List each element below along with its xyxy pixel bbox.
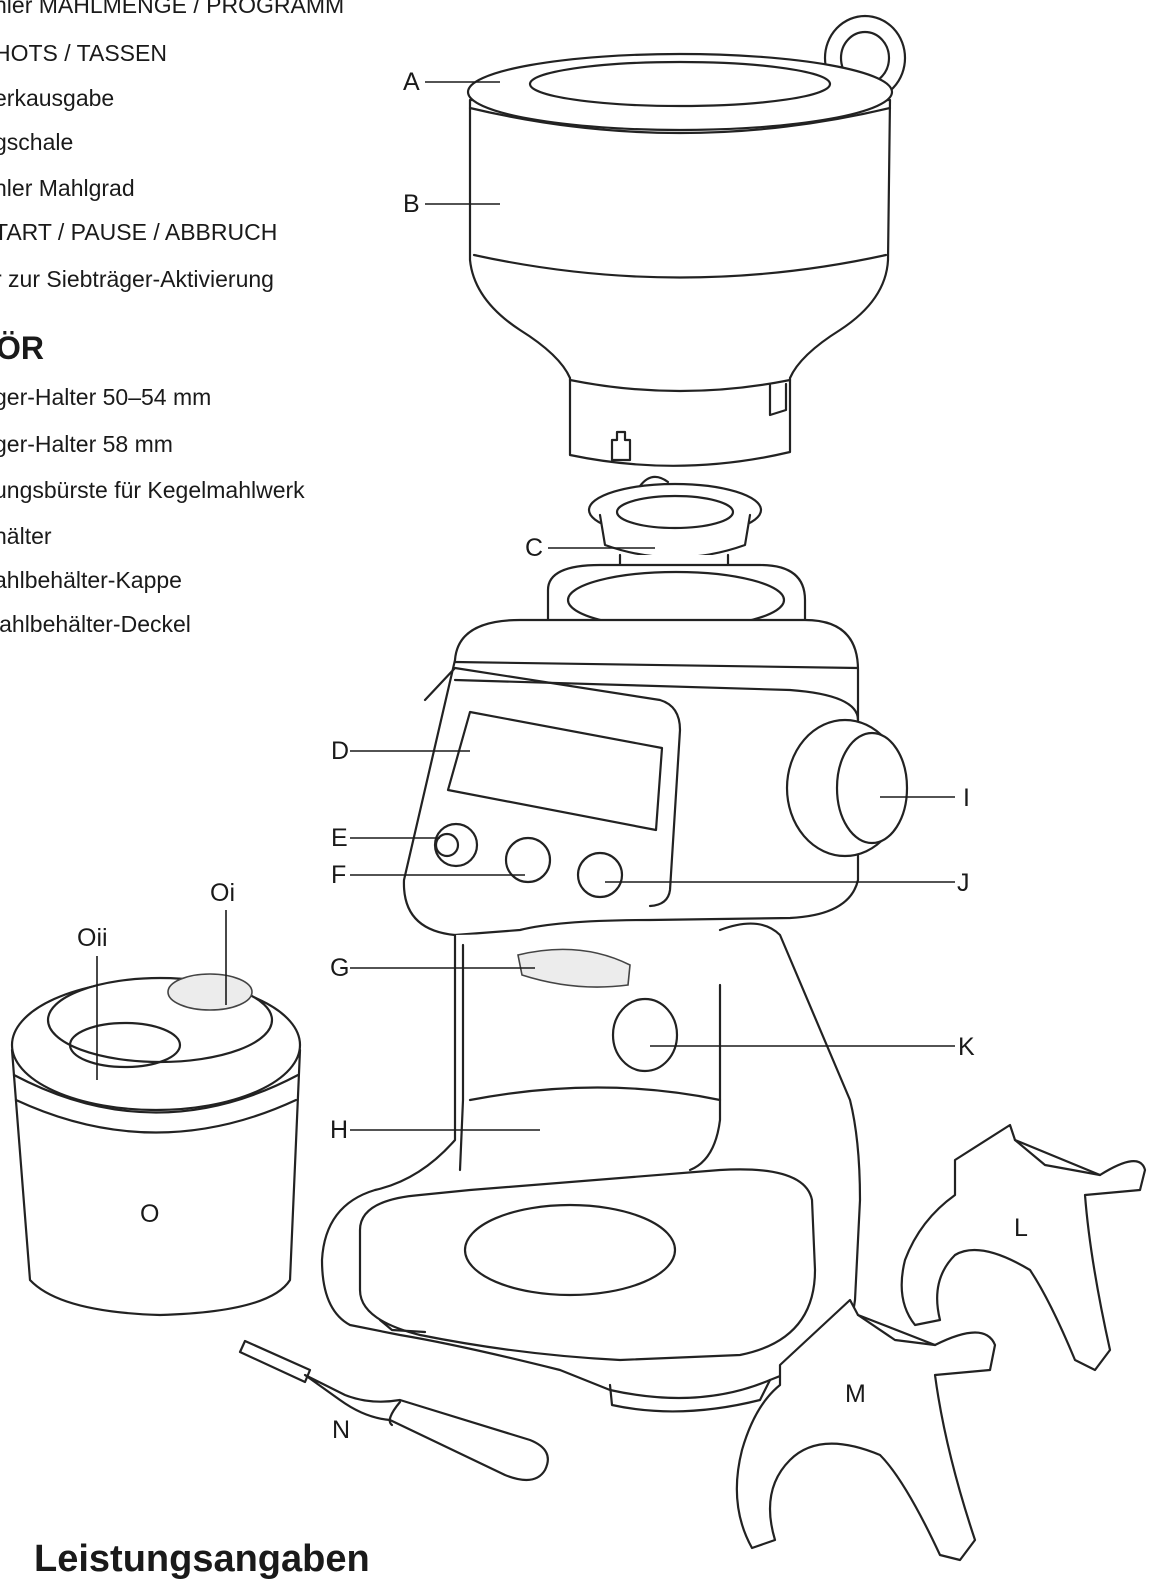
grind-size-dial: [785, 718, 909, 858]
legend-item-6: TART / PAUSE / ABBRUCH: [0, 219, 278, 245]
label-c: C: [525, 534, 543, 562]
dosing-cradle-l: [900, 1123, 1147, 1372]
accessories-heading: ÖR: [0, 330, 44, 366]
label-l: L: [1014, 1214, 1028, 1242]
legend-item-2: HOTS / TASSEN: [0, 40, 167, 66]
buttons: [433, 822, 624, 899]
label-oii: Oii: [77, 924, 108, 952]
label-m: M: [845, 1380, 866, 1408]
accessory-item-6: lahlbehälter-Deckel: [0, 611, 191, 637]
label-n: N: [332, 1416, 350, 1444]
accessory-item-1: ger-Halter 50–54 mm: [0, 384, 212, 410]
label-oi: Oi: [210, 879, 235, 907]
callout-labels: A B C D E F G H I J K L M N O Oi Oii: [77, 68, 1028, 1444]
label-k: K: [958, 1033, 975, 1061]
label-e: E: [331, 824, 348, 852]
cleaning-brush: [238, 1339, 549, 1482]
portafilter-activation-button: [611, 997, 679, 1073]
performance-heading: Leistungsangaben: [34, 1538, 370, 1580]
dosing-cradle-m: [735, 1298, 997, 1562]
label-o: O: [140, 1200, 159, 1228]
legend-item-4: gschale: [0, 129, 74, 155]
label-i: I: [963, 784, 970, 812]
callout-lines: [96, 81, 955, 1131]
label-b: B: [403, 190, 420, 218]
legend-item-1: hler MAHLMENGE / PROGRAMM: [0, 0, 345, 18]
legend-item-5: hler Mahlgrad: [0, 175, 135, 201]
label-a: A: [403, 68, 420, 96]
grounds-container: [10, 973, 302, 1317]
grinder-body: [320, 563, 862, 1413]
legend-item-3: erkausgabe: [0, 85, 115, 111]
accessory-item-4: hälter: [0, 523, 52, 549]
label-g: G: [330, 954, 349, 982]
legend-item-7: r zur Siebträger-Aktivierung: [0, 266, 274, 292]
accessory-item-5: ahlbehälter-Kappe: [0, 567, 182, 593]
label-h: H: [330, 1116, 348, 1144]
accessory-item-3: ungsbürste für Kegelmahlwerk: [0, 477, 305, 503]
label-d: D: [331, 737, 349, 765]
bean-hopper: [466, 14, 907, 467]
accessory-item-2: ger-Halter 58 mm: [0, 431, 173, 457]
label-j: J: [957, 869, 970, 897]
label-f: F: [331, 861, 346, 889]
